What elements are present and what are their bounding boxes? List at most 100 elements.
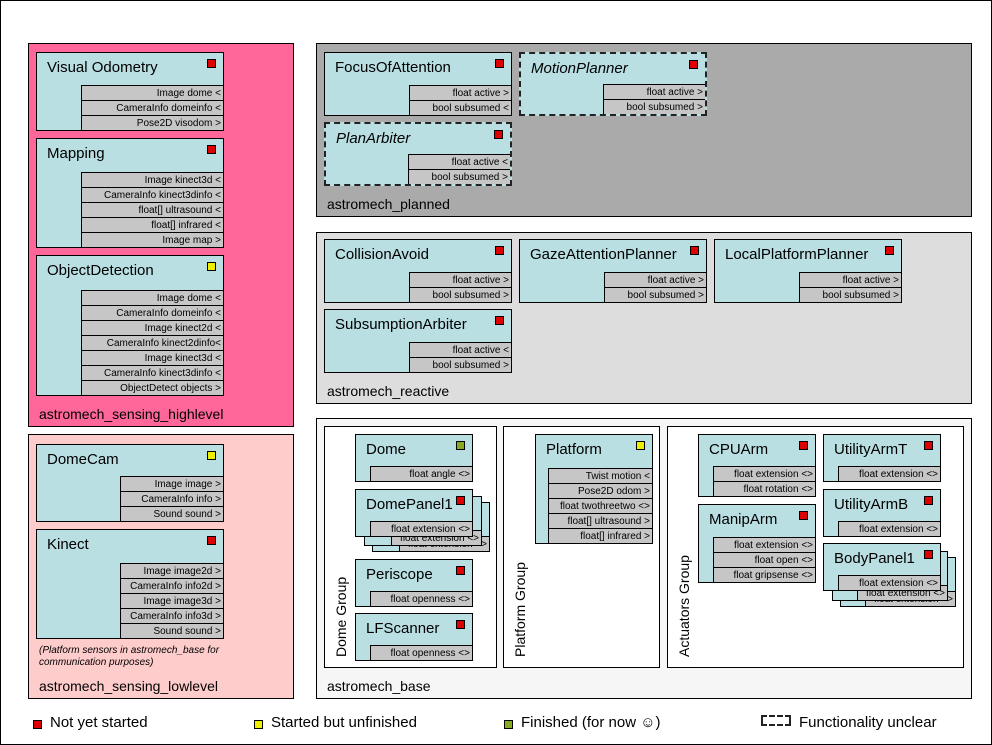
status-square-icon [207,145,216,154]
port: float extension <> [370,521,472,536]
module-object-detection[interactable]: ObjectDetection Image dome < CameraInfo … [36,255,224,396]
port: Twist motion < [548,468,652,483]
module-title: Kinect [47,536,89,553]
module-subsumption-arbiter[interactable]: SubsumptionArbiter float active < bool s… [324,309,512,373]
module-lf-scanner[interactable]: LFScanner float openness <> [355,613,473,661]
port: float active > [409,272,511,287]
port: float active > [409,85,511,100]
port: bool subsumed < [409,100,511,115]
port: float gripsense <> [713,567,815,582]
module-body-panel[interactable]: BodyPanel1 float extension <> [823,543,941,591]
port: float extension <> [838,521,940,536]
port-list: float angle <> [370,466,472,481]
port: Image image3d > [120,593,223,608]
port: float active > [604,272,706,287]
legend-green-square-icon [504,720,513,729]
group-label: astromech_planned [327,196,450,212]
status-square-icon [799,441,808,450]
module-kinect[interactable]: Kinect Image image2d > CameraInfo info2d… [36,529,224,639]
port: bool subsumed > [409,287,511,302]
port: float extension <> [713,466,815,481]
port: float active > [799,272,901,287]
module-plan-arbiter[interactable]: PlanArbiter float active < bool subsumed… [324,122,512,186]
legend-not-started: Not yet started [50,714,148,731]
module-title: Platform [546,441,602,458]
module-visual-odometry[interactable]: Visual Odometry Image dome < CameraInfo … [36,52,224,131]
subgroup-label: Dome Group [333,576,349,657]
module-title: LocalPlatformPlanner [725,246,869,263]
status-square-icon [456,441,465,450]
port: float extension <> [838,575,940,590]
port: CameraInfo kinect3dinfo < [81,187,223,202]
module-dome-cam[interactable]: DomeCam Image image > CameraInfo info > … [36,444,224,522]
port: Pose2D odom > [548,483,652,498]
port-list: float active > bool subsumed < [409,85,511,115]
module-local-platform-planner[interactable]: LocalPlatformPlanner float active > bool… [714,239,902,303]
status-square-icon [456,620,465,629]
port-list: Twist motion < Pose2D odom > float twoth… [548,468,652,543]
port: Image image2d > [120,563,223,578]
module-mapping[interactable]: Mapping Image kinect3d < CameraInfo kine… [36,138,224,248]
legend-unclear: Functionality unclear [799,714,937,731]
status-square-icon [495,316,504,325]
module-title: MotionPlanner [531,60,628,77]
module-manip-arm[interactable]: ManipArm float extension <> float open <… [698,504,816,583]
port: float active < [409,342,511,357]
module-cpu-arm[interactable]: CPUArm float extension <> float rotation… [698,434,816,497]
port-list: float openness <> [370,645,472,660]
module-dome[interactable]: Dome float angle <> [355,434,473,482]
port: float[] ultrasound < [81,202,223,217]
legend-red-square-icon [33,720,42,729]
port-list: float active > bool subsumed > [604,272,706,302]
module-title: LFScanner [366,620,440,637]
legend-yellow-square-icon [254,720,263,729]
legend-finished: Finished (for now ☺) [521,714,661,731]
port: bool subsumed > [603,99,705,114]
module-gaze-attention-planner[interactable]: GazeAttentionPlanner float active > bool… [519,239,707,303]
status-square-icon [207,451,216,460]
module-collision-avoid[interactable]: CollisionAvoid float active > bool subsu… [324,239,512,303]
legend-dashed-box-icon [761,715,791,726]
module-title: FocusOfAttention [335,59,451,76]
port: float open <> [713,552,815,567]
module-utility-arm-t[interactable]: UtilityArmT float extension <> [823,434,941,482]
port: float angle <> [370,466,472,481]
status-square-icon [207,262,216,271]
port: float[] infrared < [81,217,223,232]
port: bool subsumed > [604,287,706,302]
port-list: float active < bool subsumed > [408,154,510,184]
module-periscope[interactable]: Periscope float openness <> [355,559,473,607]
port-list: Image dome < CameraInfo domeinfo < Pose2… [81,85,223,130]
port: CameraInfo kinect3dinfo < [81,365,223,380]
port-list: Image dome < CameraInfo domeinfo < Image… [81,290,223,395]
port: float active > [603,84,705,99]
port-list: float extension <> float open <> float g… [713,537,815,582]
port-list: Image image > CameraInfo info > Sound so… [120,476,223,521]
module-motion-planner[interactable]: MotionPlanner float active > bool subsum… [519,52,707,116]
port: Image image > [120,476,223,491]
status-square-icon [494,130,503,139]
module-title: GazeAttentionPlanner [530,246,677,263]
port: CameraInfo domeinfo < [81,305,223,320]
module-focus-of-attention[interactable]: FocusOfAttention float active > bool sub… [324,52,512,116]
module-title: SubsumptionArbiter [335,316,467,333]
port-list: float active < bool subsumed > [409,342,511,372]
module-dome-panel[interactable]: DomePanel1 float extension <> [355,489,473,537]
port-list: float active > bool subsumed > [409,272,511,302]
port: CameraInfo info2d > [120,578,223,593]
port: CameraInfo info > [120,491,223,506]
module-title: PlanArbiter [336,130,411,147]
port: Image map > [81,232,223,247]
port: CameraInfo info3d > [120,608,223,623]
port: Image dome < [81,290,223,305]
port: Image kinect3d < [81,350,223,365]
port-list: float active > bool subsumed > [799,272,901,302]
port-list: Image image2d > CameraInfo info2d > Imag… [120,563,223,638]
port: Sound sound > [120,623,223,638]
status-square-icon [924,496,933,505]
port: float openness <> [370,591,472,606]
module-utility-arm-b[interactable]: UtilityArmB float extension <> [823,489,941,537]
port-list: float extension <> [838,521,940,536]
module-platform[interactable]: Platform Twist motion < Pose2D odom > fl… [535,434,653,544]
port: Image kinect3d < [81,172,223,187]
